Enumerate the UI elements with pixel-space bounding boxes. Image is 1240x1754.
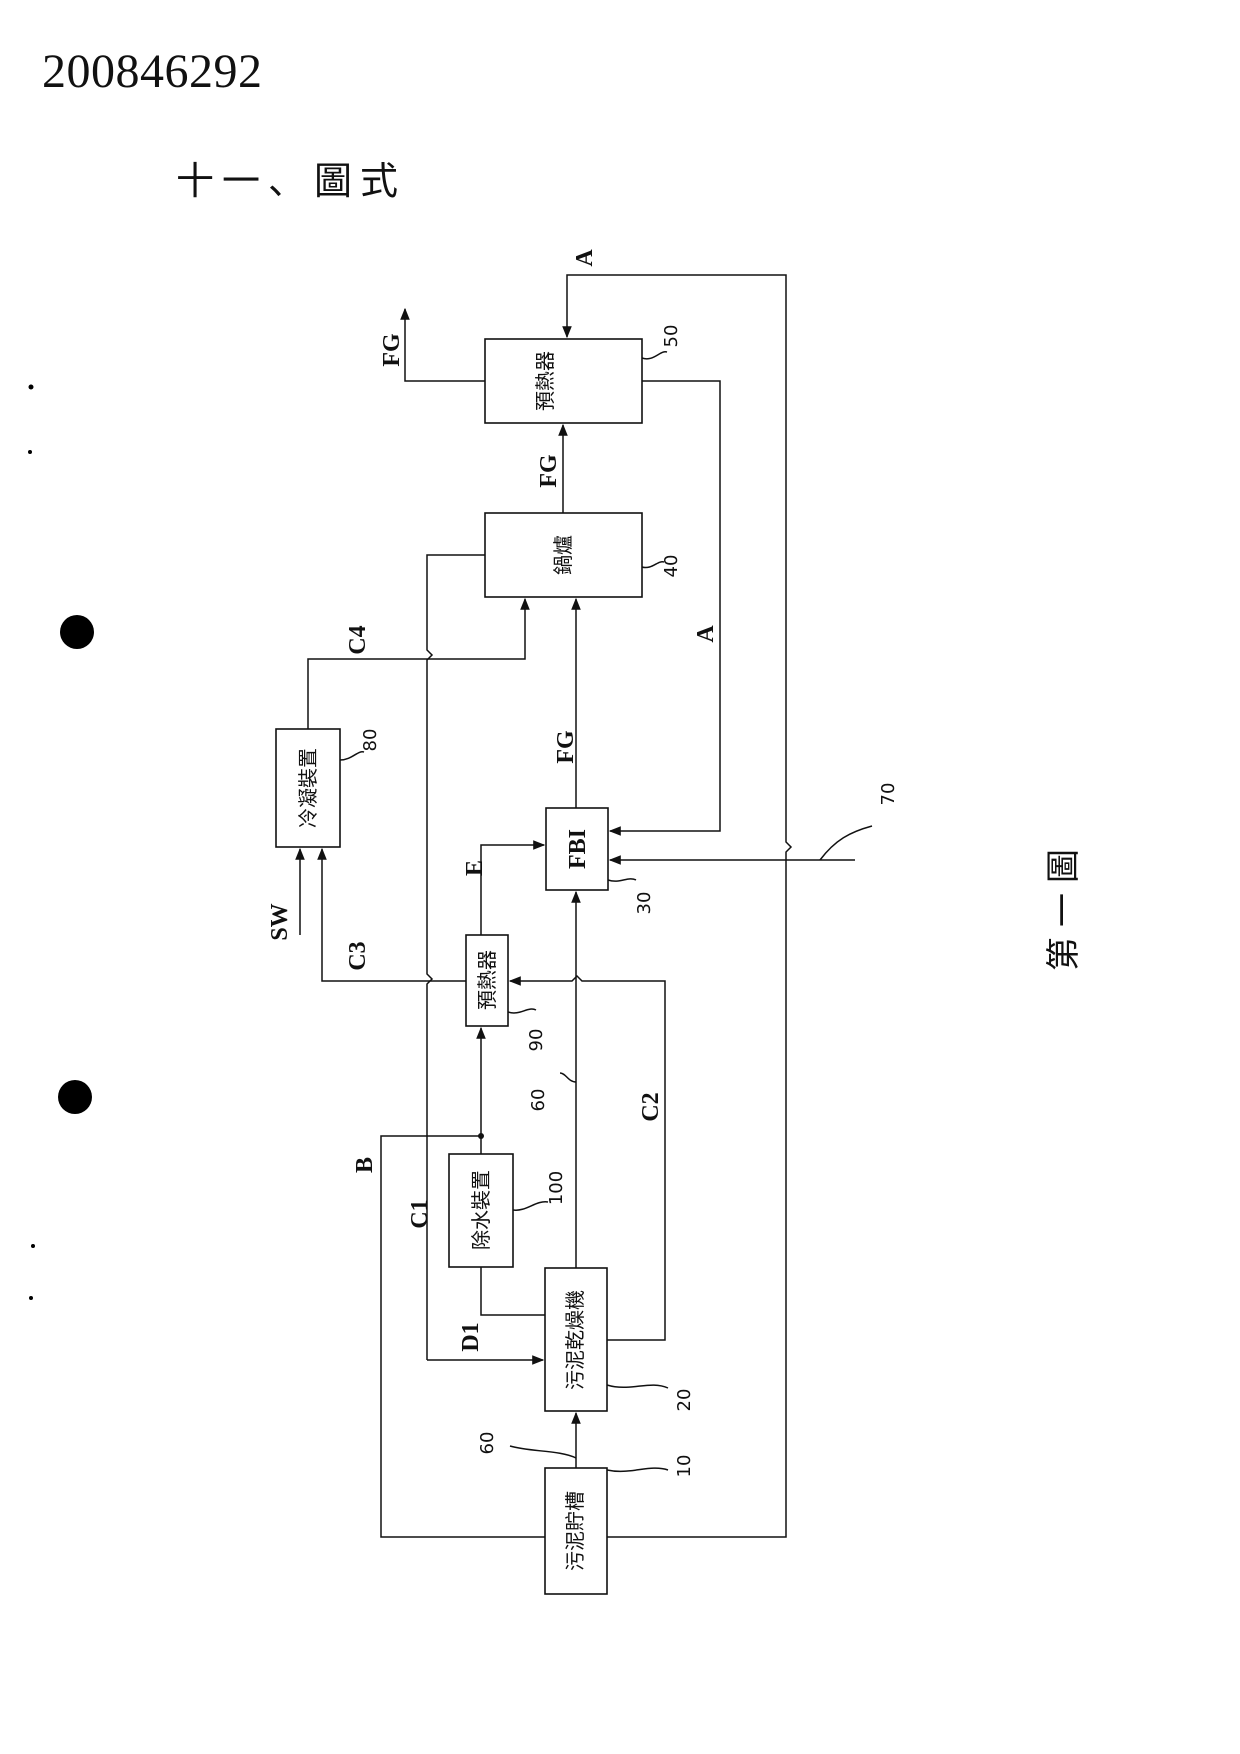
connector-c2 — [508, 974, 666, 1341]
stream-label-b: B — [352, 1157, 378, 1173]
ref-number: 70 — [878, 783, 899, 806]
block-label: 污泥乾燥機 — [563, 1290, 587, 1390]
ref-number: 90 — [526, 1029, 547, 1052]
stream-label-fg: FG — [553, 730, 579, 764]
block-label: 預熱器 — [533, 351, 557, 411]
ref-number: 50 — [661, 325, 682, 348]
connector-c3 — [317, 847, 466, 982]
figure-caption: 第一圖 — [1044, 839, 1084, 971]
stream-label-c4: C4 — [345, 625, 371, 654]
block-label: 預熱器 — [475, 950, 499, 1010]
scan-dot — [31, 1244, 35, 1248]
block-preheater-50: 預熱器 — [484, 338, 643, 424]
ref-number: 40 — [661, 555, 682, 578]
document-number: 200846292 — [42, 45, 263, 98]
connector-e — [480, 840, 546, 935]
block-sludge-dryer: 污泥乾燥機 — [544, 1267, 608, 1412]
stream-label-a: A — [572, 249, 598, 267]
stream-label-c1: C1 — [407, 1199, 433, 1228]
stream-label-sw: SW — [267, 903, 293, 940]
stream-label-fg: FG — [379, 333, 405, 367]
junction-dot — [478, 1133, 484, 1139]
block-sludge-tank: 污泥貯槽 — [544, 1467, 608, 1595]
connector-fg-exhaust — [400, 307, 485, 382]
ref-number: 10 — [674, 1455, 695, 1478]
section-title: 十一、圖式 — [176, 159, 407, 203]
block-fbi: FBI — [545, 807, 609, 891]
stream-label-d1: D1 — [458, 1322, 484, 1351]
connector-a-loop — [562, 274, 793, 1538]
scan-dot — [28, 384, 34, 390]
ref-number: 60 — [477, 1432, 498, 1455]
block-dewatering: 除水裝置 — [448, 1153, 514, 1268]
block-condenser: 冷凝裝置 — [275, 728, 341, 848]
ref-number: 80 — [360, 729, 381, 752]
stream-label-a: A — [693, 625, 719, 643]
block-boiler: 鍋爐 — [484, 512, 643, 598]
connector-dewater-dryer — [480, 1267, 545, 1316]
connector-a-to-fbi — [608, 380, 721, 836]
stream-label-c3: C3 — [345, 941, 371, 970]
block-label: 除水裝置 — [469, 1170, 493, 1250]
ref-number: 30 — [634, 892, 655, 915]
connector-c4 — [307, 597, 530, 729]
connector-c1 — [426, 554, 485, 1360]
punch-hole-bottom — [58, 1080, 92, 1114]
block-label: 鍋爐 — [551, 535, 575, 575]
ref-number: 100 — [546, 1171, 567, 1205]
scan-dot — [28, 450, 32, 454]
scan-dot — [29, 1296, 33, 1300]
ref-number: 20 — [674, 1389, 695, 1412]
punch-hole-top — [60, 615, 94, 649]
stream-label-fg: FG — [536, 454, 562, 488]
block-label: 冷凝裝置 — [296, 748, 320, 828]
stream-label-c2: C2 — [638, 1092, 664, 1121]
ref-number: 60 — [528, 1089, 549, 1112]
stream-label-e: E — [462, 860, 488, 876]
block-preheater-90: 預熱器 — [465, 934, 509, 1027]
block-label: FBI — [565, 829, 591, 869]
block-label: 污泥貯槽 — [563, 1491, 587, 1571]
connector-b — [380, 1135, 545, 1538]
